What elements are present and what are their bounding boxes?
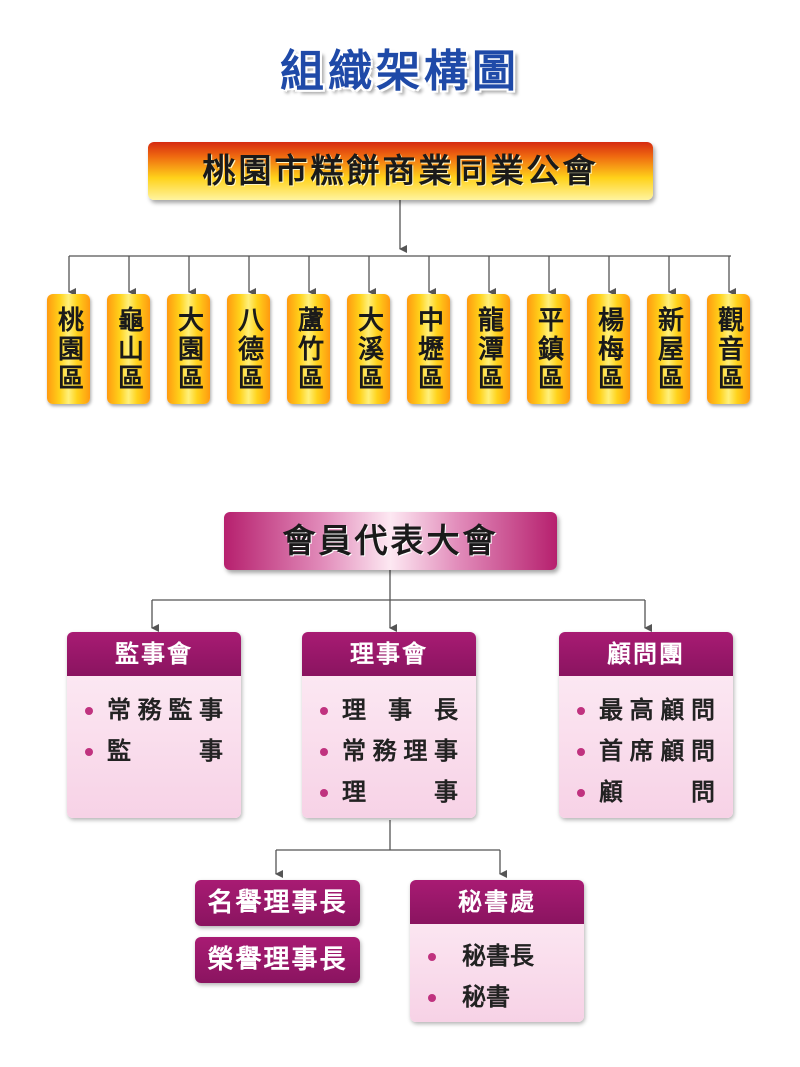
supervisors-card: 監事會 常務監事 監事 [67, 632, 241, 818]
advisors-list: 最高顧問 首席顧問 顧問 [559, 676, 733, 813]
district-box: 新屋區 [647, 294, 690, 404]
supervisors-card-title: 監事會 [67, 632, 241, 676]
association-banner: 桃園市糕餅商業同業公會 [148, 142, 653, 200]
district-label: 大溪區 [353, 305, 384, 393]
list-item: 常務監事 [67, 690, 241, 731]
list-item: 理事長 [302, 690, 476, 731]
district-box: 龜山區 [107, 294, 150, 404]
advisors-card: 顧問團 最高顧問 首席顧問 顧問 [559, 632, 733, 818]
district-label: 楊梅區 [593, 305, 624, 393]
page-title: 組織架構圖 [280, 46, 520, 97]
district-box: 龍潭區 [467, 294, 510, 404]
district-box: 蘆竹區 [287, 294, 330, 404]
list-item: 顧問 [559, 772, 733, 813]
district-label: 桃園區 [53, 305, 84, 393]
district-label: 八德區 [233, 305, 264, 393]
district-label: 新屋區 [653, 305, 684, 393]
list-item: 常務理事 [302, 731, 476, 772]
list-item: 監事 [67, 731, 241, 772]
district-box: 楊梅區 [587, 294, 630, 404]
district-box: 平鎮區 [527, 294, 570, 404]
district-box: 八德區 [227, 294, 270, 404]
list-item: 秘書 [410, 977, 584, 1018]
district-box: 大園區 [167, 294, 210, 404]
secretariat-card: 秘書處 秘書長 秘書 [410, 880, 584, 1022]
district-box: 觀音區 [707, 294, 750, 404]
list-item: 首席顧問 [559, 731, 733, 772]
directors-card: 理事會 理事長 常務理事 理事 [302, 632, 476, 818]
directors-card-title: 理事會 [302, 632, 476, 676]
district-label: 平鎮區 [533, 305, 564, 393]
district-box: 中壢區 [407, 294, 450, 404]
honorary-chairman-banner: 榮譽理事長 [195, 937, 360, 983]
secretariat-card-title: 秘書處 [410, 880, 584, 924]
district-label: 中壢區 [413, 305, 444, 393]
directors-list: 理事長 常務理事 理事 [302, 676, 476, 813]
district-label: 觀音區 [713, 305, 744, 393]
district-box: 大溪區 [347, 294, 390, 404]
list-item: 理事 [302, 772, 476, 813]
district-label: 大園區 [173, 305, 204, 393]
advisors-card-title: 顧問團 [559, 632, 733, 676]
list-item: 最高顧問 [559, 690, 733, 731]
honorary-chairman-banner: 名譽理事長 [195, 880, 360, 926]
congress-banner: 會員代表大會 [224, 512, 557, 570]
district-label: 龜山區 [113, 305, 144, 393]
district-label: 蘆竹區 [293, 305, 324, 393]
list-item: 秘書長 [410, 936, 584, 977]
secretariat-list: 秘書長 秘書 [410, 924, 584, 1018]
district-box: 桃園區 [47, 294, 90, 404]
supervisors-list: 常務監事 監事 [67, 676, 241, 772]
district-label: 龍潭區 [473, 305, 504, 393]
